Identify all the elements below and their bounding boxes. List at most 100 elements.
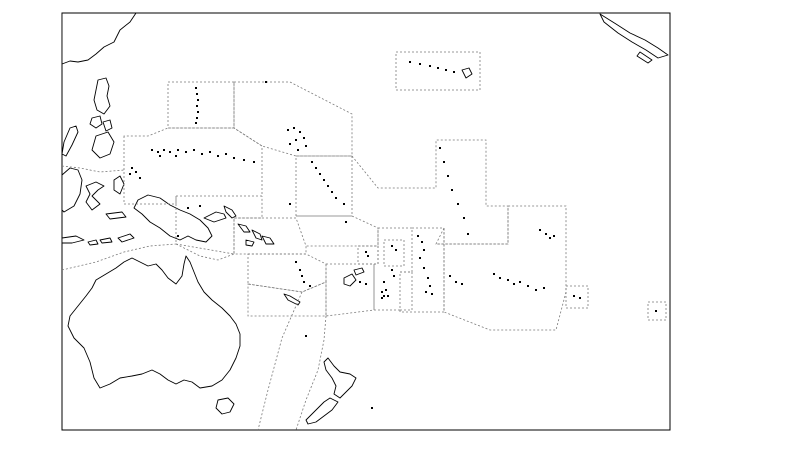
island-speck [301, 275, 303, 277]
hawaii-big-island-coast [461, 67, 473, 79]
japan-island-small [636, 51, 653, 64]
new-guinea-coast [133, 194, 213, 243]
island-speck [287, 129, 289, 131]
island-speck [539, 229, 541, 231]
island-speck [367, 255, 369, 257]
island-speck [457, 203, 459, 205]
island-speck [371, 407, 373, 409]
island-speck [243, 159, 245, 161]
island-speck [385, 289, 387, 291]
island-speck [383, 281, 385, 283]
island-speck [545, 233, 547, 235]
philippines-island-a [89, 115, 103, 129]
border-cook [399, 227, 445, 313]
border-tasman [257, 291, 303, 431]
island-speck [429, 285, 431, 287]
island-speck [381, 291, 383, 293]
island-speck [507, 279, 509, 281]
new-britain-coast [203, 211, 227, 223]
island-speck [455, 281, 457, 283]
island-speck [303, 137, 305, 139]
island-speck [445, 69, 447, 71]
fiji-viti-levu-coast [343, 273, 357, 287]
island-speck [331, 191, 333, 193]
border-tonga [400, 271, 413, 311]
borneo-coast [61, 167, 83, 213]
new-ireland-coast [223, 205, 237, 219]
island-speck [427, 277, 429, 279]
island-speck [335, 197, 337, 199]
border-australia-north [61, 243, 177, 271]
island-speck [419, 257, 421, 259]
asia-mainland-coast [61, 12, 137, 65]
island-speck [419, 63, 421, 65]
border-samoa-inner [383, 239, 405, 267]
lesser-sunda-a [87, 239, 99, 246]
island-speck [391, 269, 393, 271]
island-speck [543, 287, 545, 289]
island-speck [527, 285, 529, 287]
island-speck [449, 275, 451, 277]
island-speck [309, 285, 311, 287]
island-speck [549, 237, 551, 239]
island-speck [233, 157, 235, 159]
island-speck [169, 151, 171, 153]
island-speck [305, 335, 307, 337]
border-phoenix-link [351, 139, 509, 245]
palawan-coast [61, 125, 79, 157]
island-speck [423, 249, 425, 251]
island-speck [159, 155, 161, 157]
island-speck [579, 297, 581, 299]
island-speck [303, 281, 305, 283]
border-easter-island [647, 301, 667, 321]
island-speck [129, 173, 131, 175]
island-speck [467, 233, 469, 235]
island-speck [553, 235, 555, 237]
island-speck [365, 251, 367, 253]
island-speck [437, 67, 439, 69]
island-speck [447, 175, 449, 177]
solomon-island-d [245, 239, 255, 247]
lesser-sunda-b [99, 237, 113, 244]
island-speck [431, 293, 433, 295]
island-speck [519, 281, 521, 283]
island-speck [131, 167, 133, 169]
island-speck [343, 203, 345, 205]
border-indonesia-png [175, 243, 235, 261]
island-speck [196, 117, 198, 119]
island-speck [443, 161, 445, 163]
island-speck [196, 105, 198, 107]
luzon-coast [93, 77, 111, 115]
tasmania-coast [215, 397, 235, 415]
island-speck [265, 81, 267, 83]
island-speck [305, 145, 307, 147]
timor-coast [117, 233, 135, 243]
island-speck [289, 143, 291, 145]
island-speck [199, 205, 201, 207]
island-speck [655, 310, 657, 312]
mindanao-coast [91, 131, 115, 159]
island-speck [197, 111, 199, 113]
island-speck [463, 217, 465, 219]
island-speck [185, 151, 187, 153]
solomon-island-c [261, 235, 275, 245]
island-speck [429, 65, 431, 67]
island-speck [187, 207, 189, 209]
island-speck [201, 153, 203, 155]
island-speck [175, 155, 177, 157]
island-speck [327, 185, 329, 187]
island-speck [391, 245, 393, 247]
island-speck [393, 275, 395, 277]
island-speck [217, 155, 219, 157]
island-speck [365, 283, 367, 285]
java-coast [61, 235, 85, 244]
border-new-caledonia [247, 281, 327, 317]
island-speck [299, 269, 301, 271]
island-speck [253, 161, 255, 163]
island-speck [177, 235, 179, 237]
island-speck [139, 177, 141, 179]
island-speck [439, 147, 441, 149]
island-speck [293, 127, 295, 129]
border-solomons [233, 217, 307, 255]
